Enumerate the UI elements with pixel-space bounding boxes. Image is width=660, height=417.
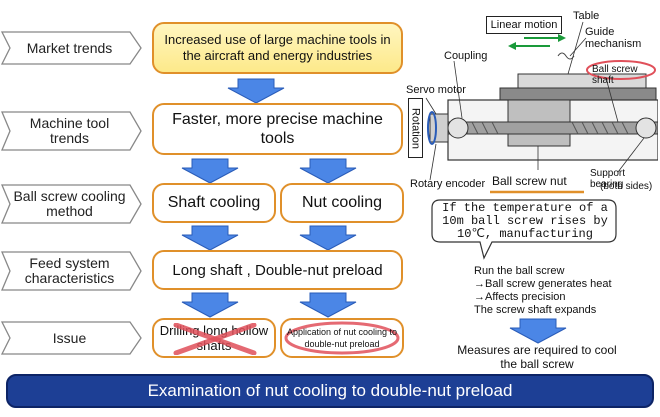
cross-out-icon [173,323,257,355]
arrow-down-icon [181,225,239,251]
effect-item: The screw shaft expands [474,304,597,316]
issue-nut-cooling-text: Application of nut cooling to double-nut… [286,327,398,349]
issue-hollow-shaft-box: Drilling long hollow shafts [152,318,276,358]
coupling-label: Coupling [444,50,488,62]
support-bearing-right-icon [635,117,657,139]
market-trends-box: Increased use of large machine tools in … [152,22,403,74]
conclusion-banner: Examination of nut cooling to double-nut… [6,374,654,408]
market-trends-text: Increased use of large machine tools in … [164,32,391,63]
row-label-feed-system: Feed system characteristics [0,250,143,292]
rotation-arrow-icon [427,111,437,145]
row-label-machine-tool: Machine tool trends [0,110,143,152]
row-label-issue: Issue [0,320,143,356]
row-label-text: Ball screw cooling method [13,188,126,219]
row-label-text: Market trends [26,39,113,56]
ball-screw-shaft-label: Ball screw shaft [592,64,638,86]
arrow-down-icon [299,292,357,318]
table-label: Table [573,10,600,22]
conclusion-banner-text: Examination of nut cooling to double-nut… [147,381,513,400]
guide-mechanism-shape [557,52,575,60]
row-label-text: Machine tool trends [29,115,110,146]
effects-list: Run the ball screw →Ball screw generates… [474,265,612,317]
linear-motion-label: Linear motion [486,16,562,34]
callout-text: If the temperature of a 10m ball screw r… [442,201,608,241]
row-label-market: Market trends [0,30,143,66]
machine-tool-trends-box: Faster, more precise machine tools [152,103,403,155]
arrow-down-icon [181,292,239,318]
machine-tool-trends-text: Faster, more precise machine tools [172,111,383,147]
callout-bubble-shape [431,199,617,260]
ball-screw-nut-label: Ball screw nut [492,174,567,188]
nut-cooling-text: Nut cooling [301,194,383,211]
arrow-down-icon [227,78,285,104]
row-label-text: Issue [52,329,87,346]
effect-item: →Affects precision [474,291,566,303]
nut-cooling-box: Nut cooling [280,183,404,223]
effect-item: →Ball screw generates heat [474,278,612,290]
row-label-text: Feed system characteristics [24,255,115,286]
rotary-encoder-label: Rotary encoder [410,178,486,190]
rail-shape [499,87,657,101]
issue-nut-cooling-box: Application of nut cooling to double-nut… [280,318,404,358]
linear-motion-arrow-icon [508,34,566,50]
row-label-cooling-method: Ball screw cooling method [0,183,143,225]
shaft-cooling-text: Shaft cooling [167,194,261,211]
arrow-down-icon [299,158,357,184]
support-bearing-label: Support bearing [590,168,626,190]
measures-text: Measures are required to cool the ball s… [457,343,617,371]
feed-system-text: Long shaft , Double-nut preload [172,261,383,279]
support-bearing-left-icon [447,117,469,139]
shaft-cooling-box: Shaft cooling [152,183,276,223]
highlight-ellipse-icon [284,321,400,355]
guide-mechanism-label: Guide mechanism [585,26,642,50]
arrow-down-icon [509,318,567,344]
servo-motor-shape [429,113,449,143]
screw-shaft-shape [447,121,658,135]
arrow-down-icon [181,158,239,184]
rotation-label: Rotation [408,98,423,158]
feed-system-box: Long shaft , Double-nut preload [152,250,403,290]
ball-screw-mechanism-diagram [425,21,658,194]
servo-motor-label: Servo motor [406,84,466,96]
ball-screw-shaft-highlight-icon [586,60,656,80]
effect-item: Run the ball screw [474,265,565,277]
both-sides-label: (both sides) [600,181,653,192]
arrow-down-icon [299,225,357,251]
